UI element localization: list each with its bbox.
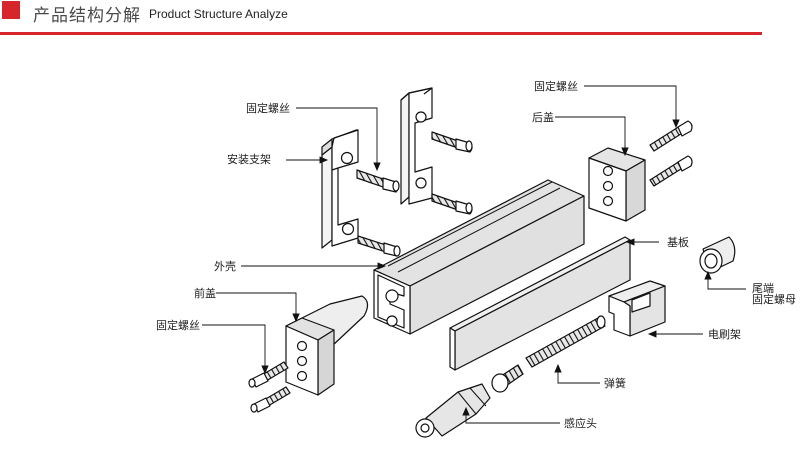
mounting-bracket-left xyxy=(321,129,359,249)
header-divider xyxy=(0,32,762,35)
screw-set-bracket xyxy=(356,131,473,257)
front-cover xyxy=(285,295,369,396)
threaded-rod xyxy=(525,315,606,368)
label-screw-right: 固定螺丝 xyxy=(534,80,578,93)
brush-holder xyxy=(608,280,666,337)
housing-profile xyxy=(373,179,585,335)
label-spring: 弹簧 xyxy=(604,377,626,390)
label-bracket: 安装支架 xyxy=(227,153,271,166)
label-screw-top: 固定螺丝 xyxy=(246,102,290,115)
label-front-cover: 前盖 xyxy=(194,287,216,300)
tail-nut xyxy=(699,236,736,274)
screw-set-front-cover xyxy=(248,361,291,413)
sensor-head xyxy=(415,383,491,438)
label-brush-holder: 电刷架 xyxy=(708,328,741,341)
mounting-bracket-right xyxy=(400,87,433,205)
label-base-plate: 基板 xyxy=(667,236,689,249)
section-header: 产品结构分解 Product Structure Analyze xyxy=(0,0,803,36)
section-marker xyxy=(2,1,20,19)
leader-lines xyxy=(202,85,746,424)
spring xyxy=(491,364,524,393)
label-tail-nut-line2: 固定螺母 xyxy=(752,293,796,306)
section-subtitle: Product Structure Analyze xyxy=(149,7,288,21)
label-sensor-head: 感应头 xyxy=(564,417,597,430)
base-plate xyxy=(449,236,631,371)
screw-set-back-cover xyxy=(649,120,693,187)
label-tail-nut-line1: 尾端 xyxy=(752,282,774,295)
label-housing: 外壳 xyxy=(214,260,236,273)
label-back-cover: 后盖 xyxy=(532,111,554,124)
section-title: 产品结构分解 xyxy=(33,6,141,26)
label-screw-left: 固定螺丝 xyxy=(156,319,200,332)
back-cover xyxy=(588,147,646,222)
